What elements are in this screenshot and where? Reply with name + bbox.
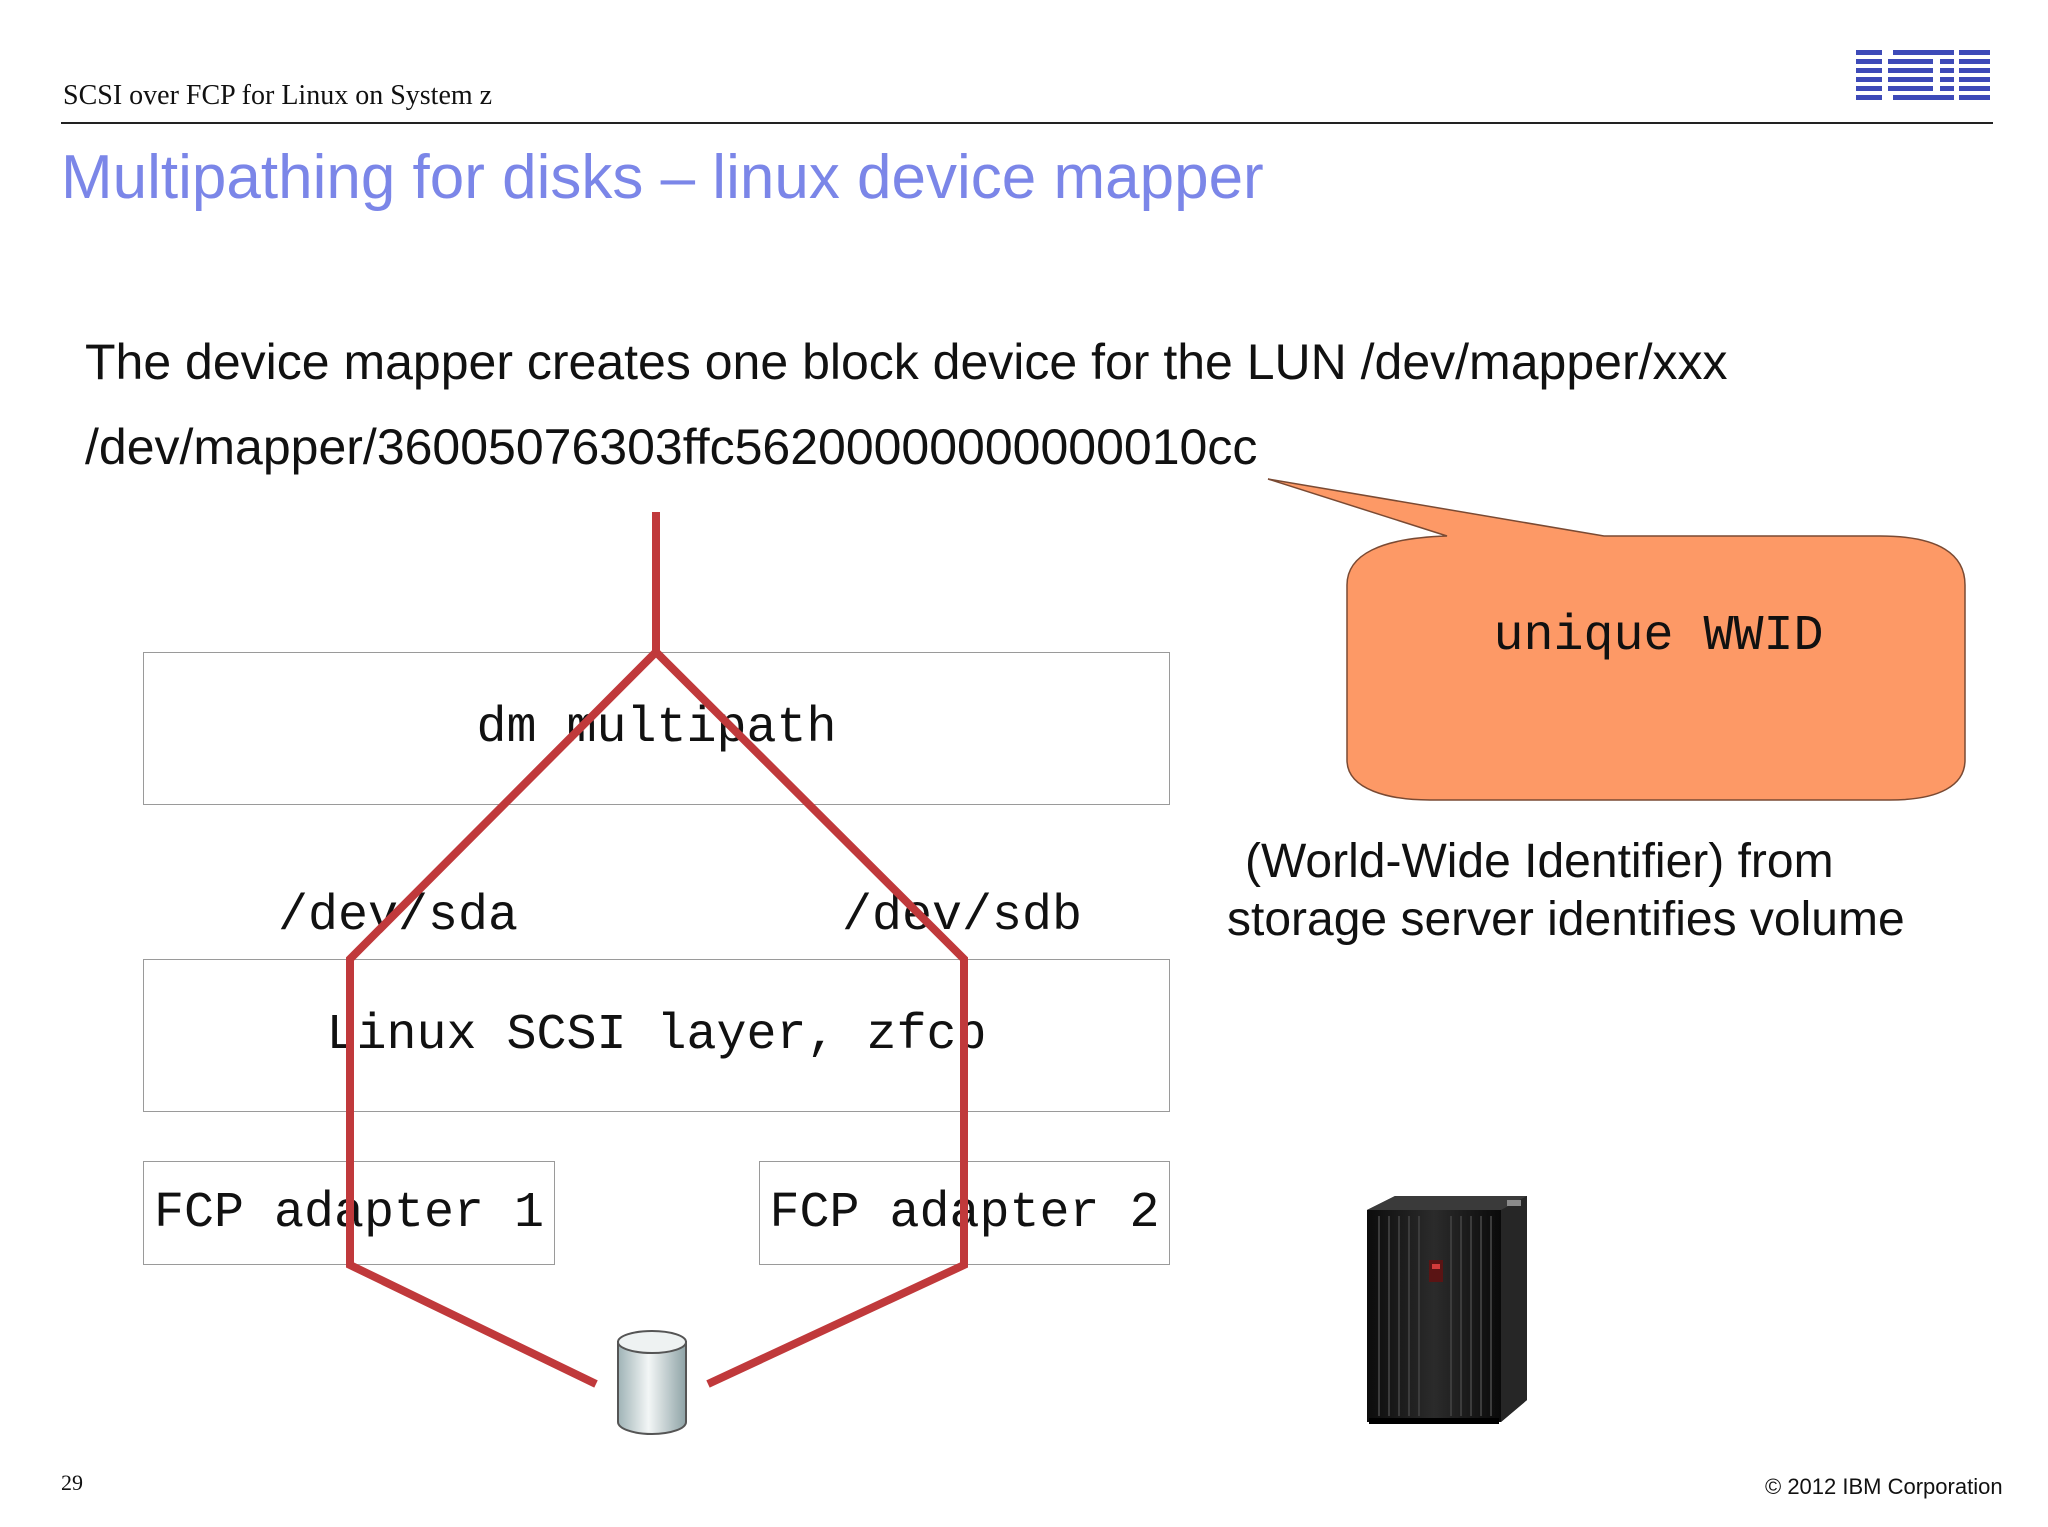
path-b (653, 649, 968, 1388)
body-text-line-2: /dev/mapper/36005076303ffc56200000000000… (85, 419, 1258, 475)
copyright-notice: © 2012 IBM Corporation (1765, 1474, 2003, 1499)
slide-title: Multipathing for disks – linux device ma… (61, 143, 1264, 212)
ibm-logo (1856, 50, 1990, 106)
path-a (346, 649, 659, 1388)
dev-sda-label: /dev/sda (278, 888, 519, 945)
header-divider (61, 122, 1993, 124)
callout-text: unique WWID (1493, 608, 1824, 665)
storage-server-icon (1367, 1196, 1527, 1424)
callout-bubble (1267, 478, 1966, 801)
body-text-line-1: The device mapper creates one block devi… (85, 334, 1728, 390)
wwid-description-line-1: (World-Wide Identifier) from (1245, 835, 1834, 888)
dm-multipath-label: dm multipath (476, 700, 837, 757)
disk-cylinder-icon (617, 1330, 687, 1435)
linux-scsi-layer-label: Linux SCSI layer, zfcp (326, 1007, 987, 1064)
page-number: 29 (61, 1470, 83, 1495)
dev-sdb-label: /dev/sdb (842, 888, 1083, 945)
linux-scsi-layer-box: Linux SCSI layer, zfcp (143, 959, 1170, 1112)
header-text: SCSI over FCP for Linux on System z (63, 80, 493, 111)
wwid-description-line-2: storage server identifies volume (1227, 893, 1905, 946)
